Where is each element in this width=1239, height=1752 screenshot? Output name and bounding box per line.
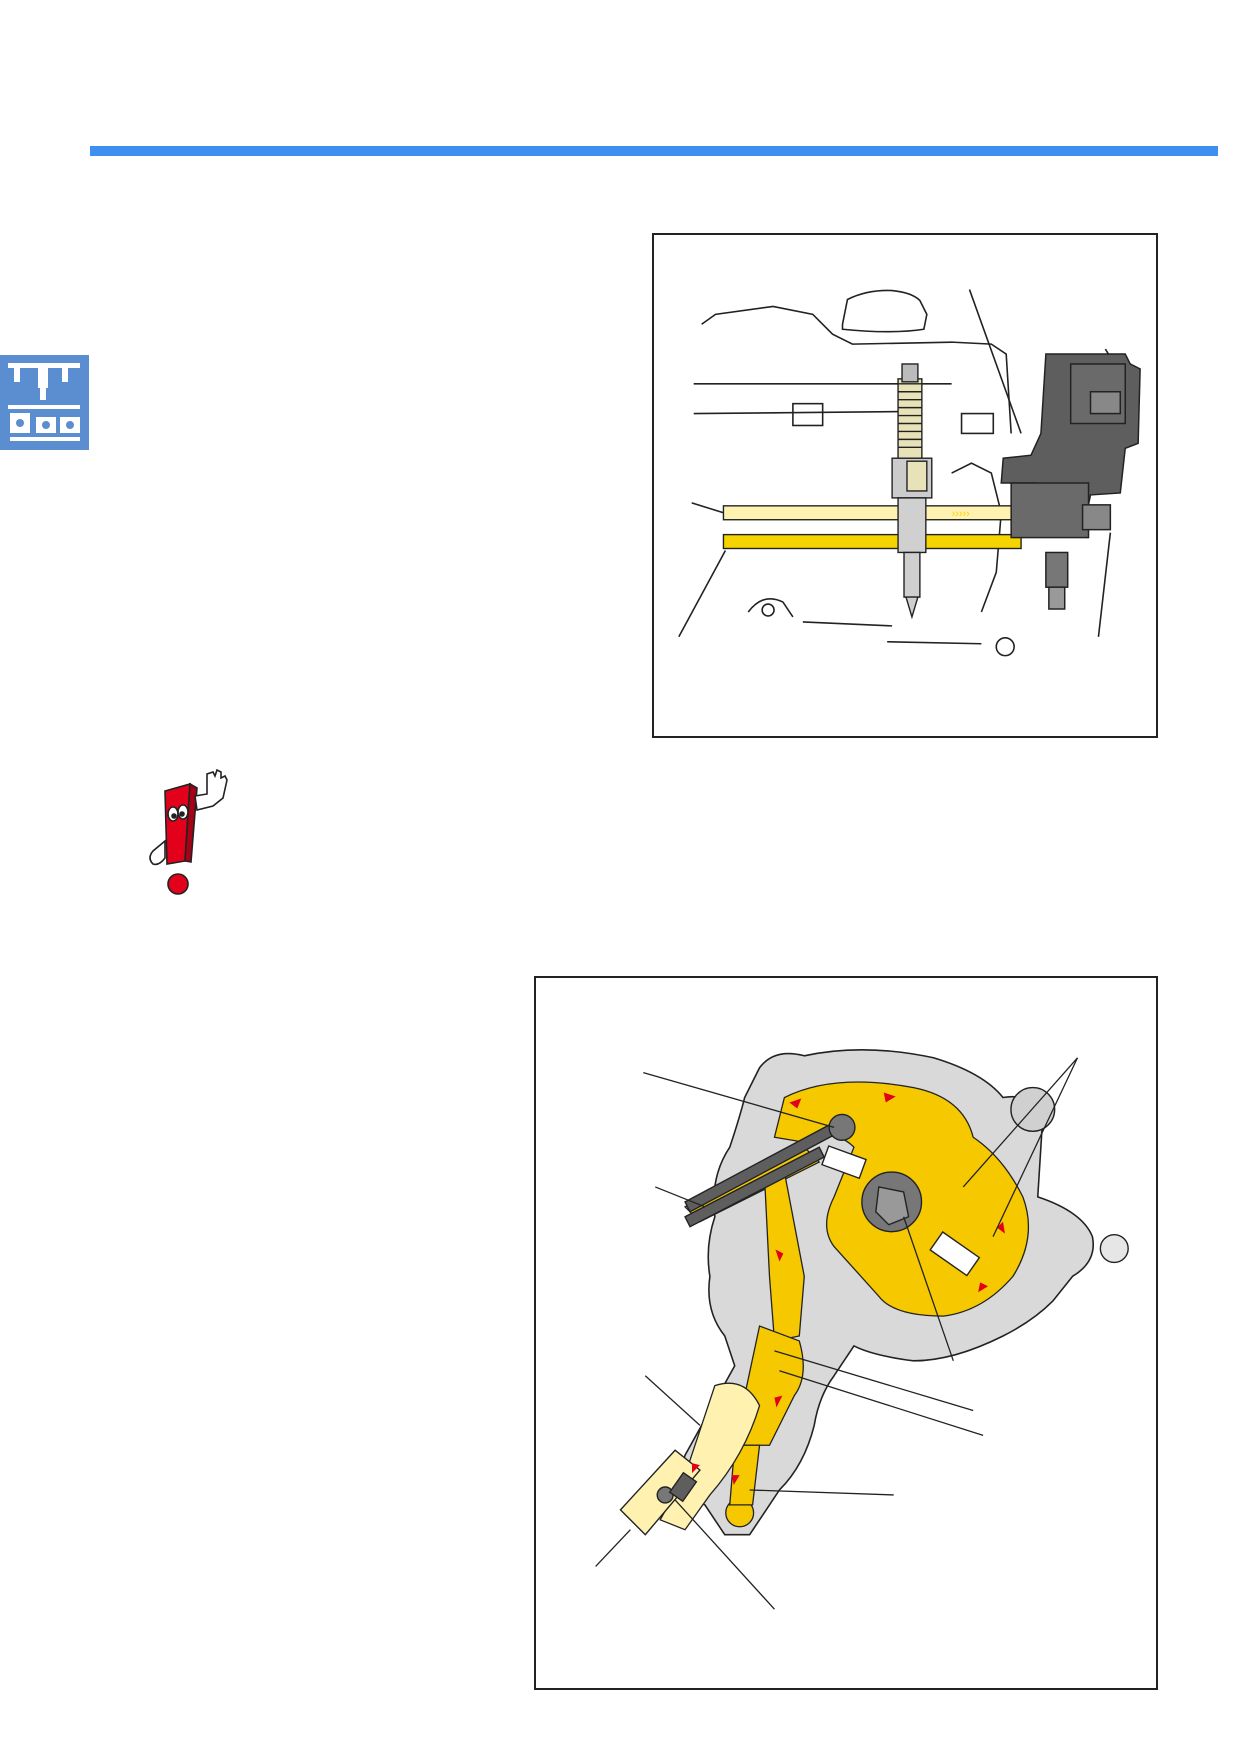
figure-tandem-pump-section [534, 976, 1158, 1690]
figure-fuel-supply-overview: ››››› ‹‹‹‹‹ [652, 233, 1158, 738]
svg-text:›››››: ››››› [952, 508, 971, 520]
caution-exclamation-icon [145, 766, 235, 896]
header-rule [90, 146, 1218, 156]
engine-section-icon [0, 355, 89, 450]
svg-text:‹‹‹‹‹: ‹‹‹‹‹ [952, 537, 971, 549]
